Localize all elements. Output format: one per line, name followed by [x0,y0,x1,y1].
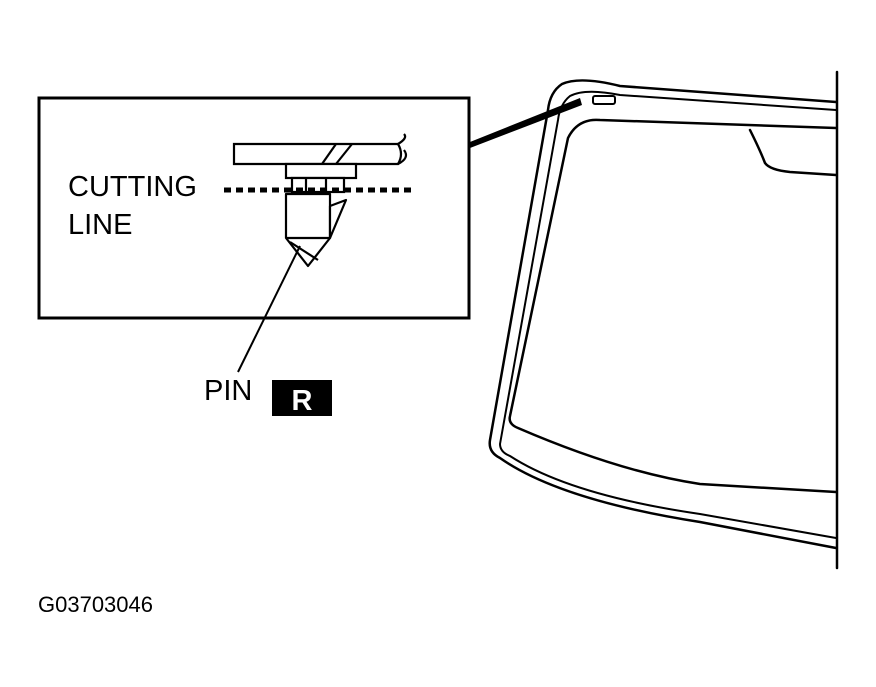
pin-badge-text: R [292,385,313,417]
cutting-label-line2: LINE [68,209,132,241]
mirror-mount-bump [748,128,838,177]
pin-badge-box [272,380,332,416]
pin-body [284,192,348,268]
pin-location-marker [592,95,616,105]
pin-label: PIN [204,375,252,407]
detail-inset: CUTTING LINE [37,96,471,320]
windshield-outer-contour [488,79,838,550]
windshield [488,70,839,570]
cutting-label-line1: CUTTING [68,171,197,203]
molding-strip [232,133,408,166]
inset-leader-line [470,98,582,148]
figure-code: G03703046 [38,592,153,617]
windshield-molding-contour [499,90,837,539]
pin-head [284,162,358,194]
glass-inner-contour [508,118,838,494]
pin-callout-leader [237,245,301,373]
inset-frame [37,96,471,320]
